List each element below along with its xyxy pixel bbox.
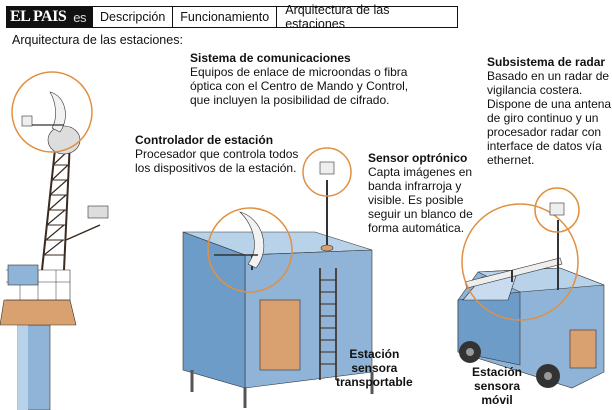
radar-line: interface de datos vía (487, 139, 602, 153)
comms-line: óptica con el Centro de Mando y Control, (190, 79, 409, 93)
label-transportable-station: Estación sensora transportable (336, 347, 413, 389)
radar-line: Dispone de una antena (487, 97, 612, 111)
el-pais-logo[interactable]: EL PAIS es (6, 6, 92, 28)
transportable-line: sensora (351, 361, 398, 375)
controller-line: los dispositivos de la estación. (135, 161, 297, 175)
radar-line: de giro continuo y un (487, 111, 599, 125)
tab-descripcion[interactable]: Descripción (91, 6, 174, 28)
tab-arquitectura[interactable]: Arquitectura de las estaciones (277, 3, 458, 31)
comms-line: que incluyen la posibilidad de cifrado. (190, 93, 390, 107)
section-subtitle: Arquitectura de las estaciones: (12, 33, 183, 47)
mobile-station (457, 187, 605, 389)
transportable-line: Estación (349, 347, 400, 361)
radar-line: procesador radar con (487, 125, 602, 139)
optronic-line: Capta imágenes en (368, 165, 473, 179)
controller-line: Procesador que controla todos (135, 147, 299, 161)
tab-funcionamiento[interactable]: Funcionamiento (173, 6, 278, 28)
radar-line: vigilancia costera. (487, 83, 583, 97)
transportable-line: transportable (336, 375, 413, 389)
logo-text: EL PAIS (10, 8, 67, 25)
label-comms-system: Sistema de comunicaciones Equipos de enl… (190, 51, 408, 107)
optronic-title: Sensor optrónico (368, 151, 468, 165)
mobile-line: Estación (472, 365, 523, 379)
comms-line: Equipos de enlace de microondas o fibra (190, 65, 408, 79)
radar-title: Subsistema de radar (487, 55, 606, 69)
logo-suffix: es (73, 9, 86, 25)
label-mobile-station: Estación sensora móvil (472, 365, 522, 407)
optronic-line: forma automática. (368, 221, 465, 235)
label-optronic-sensor: Sensor optrónico Capta imágenes en banda… (368, 151, 473, 235)
optronic-line: seguir un blanco de (368, 207, 473, 221)
fixed-tower (0, 71, 109, 410)
mobile-line: móvil (481, 393, 513, 407)
mobile-line: sensora (473, 379, 521, 393)
label-radar-subsystem: Subsistema de radar Basado en un radar d… (487, 55, 611, 167)
radar-line: ethernet. (487, 153, 535, 167)
header-bar: EL PAIS es Descripción Funcionamiento Ar… (6, 3, 458, 31)
label-station-controller: Controlador de estación Procesador que c… (135, 133, 298, 175)
comms-title: Sistema de comunicaciones (190, 51, 351, 65)
controller-title: Controlador de estación (135, 133, 274, 147)
transportable-station (182, 147, 374, 408)
optronic-line: visible. Es posible (368, 193, 464, 207)
optronic-line: banda infrarroja y (368, 179, 462, 193)
radar-line: Basado en un radar de (487, 69, 610, 83)
